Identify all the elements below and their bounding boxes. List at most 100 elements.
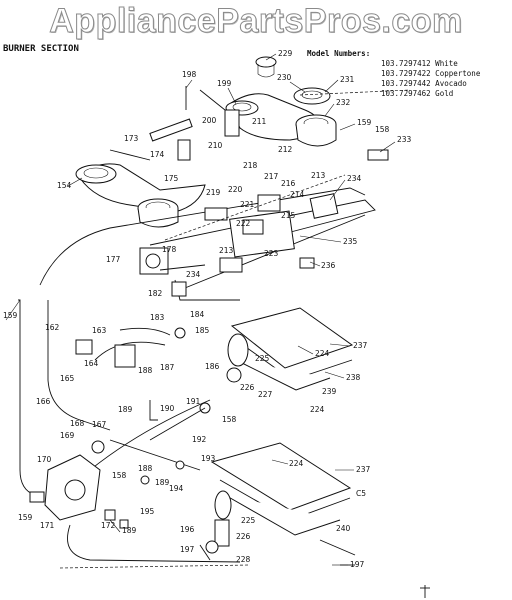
- part-label: 191: [186, 397, 201, 406]
- part-label: 230: [277, 73, 292, 82]
- model-number-row: 103.7297442 Avocado: [381, 79, 467, 88]
- part-label: 175: [164, 174, 179, 183]
- model-numbers: Model Numbers: 103.7297412 White 103.729…: [307, 49, 480, 99]
- part-label: 198: [182, 70, 197, 79]
- part-label: 225: [255, 354, 270, 363]
- oven-thermostat: [29, 440, 355, 569]
- part-label: 237: [353, 341, 368, 350]
- part-label: 188: [138, 366, 153, 375]
- part-label: 221: [240, 200, 255, 209]
- part-label: 196: [180, 525, 195, 534]
- part-label: 166: [36, 397, 51, 406]
- pilot-tubing: [18, 299, 211, 496]
- part-label: 177: [106, 255, 121, 264]
- part-labels: 229 198 199 230 231 232 200 211 159 158 …: [3, 49, 412, 569]
- part-label: 239: [322, 387, 337, 396]
- part-label: 238: [346, 373, 361, 382]
- model-number-row: 103.7297412 White: [381, 59, 458, 68]
- part-label: 215: [281, 211, 296, 220]
- model-number-row: 103.7297422 Coppertone: [381, 69, 481, 78]
- part-label: 169: [60, 431, 75, 440]
- part-label: 165: [60, 374, 75, 383]
- part-label: 173: [124, 134, 139, 143]
- part-label: 220: [228, 185, 243, 194]
- part-label: 158: [222, 415, 237, 424]
- part-label: 237: [356, 465, 371, 474]
- part-label: 219: [206, 188, 221, 197]
- part-label: 228: [236, 555, 251, 564]
- part-label: 225: [241, 516, 256, 525]
- part-label: 224: [315, 349, 330, 358]
- part-label: 234: [347, 174, 362, 183]
- part-label: 195: [140, 507, 155, 516]
- part-label: 189: [122, 526, 137, 535]
- part-label: 163: [92, 326, 107, 335]
- model-number-row: 103.7297462 Gold: [381, 89, 454, 98]
- part-label: 226: [240, 383, 255, 392]
- part-label: 154: [57, 181, 72, 190]
- oven-burner-lower: [205, 442, 356, 556]
- part-label: 197: [350, 560, 365, 569]
- part-label: 178: [162, 245, 177, 254]
- part-label: 167: [92, 420, 107, 429]
- part-label: 213: [219, 246, 234, 255]
- part-label: 174: [150, 150, 165, 159]
- part-label: 240: [336, 524, 351, 533]
- part-label: 190: [160, 404, 175, 413]
- part-label: 223: [264, 249, 279, 258]
- part-label: 159: [3, 311, 18, 320]
- part-label: 159: [357, 118, 372, 127]
- part-label: 231: [340, 75, 355, 84]
- part-label: 233: [397, 135, 412, 144]
- part-label: 193: [201, 454, 216, 463]
- part-label: 216: [281, 179, 296, 188]
- part-label: 194: [169, 484, 184, 493]
- burner-top-assembly: [75, 56, 337, 228]
- part-label: 224: [289, 459, 304, 468]
- part-label: 200: [202, 116, 217, 125]
- corner-mark: [420, 585, 430, 598]
- part-label: C5: [356, 489, 366, 498]
- part-label: 210: [208, 141, 223, 150]
- part-label: 213: [311, 171, 326, 180]
- part-label: 184: [190, 310, 205, 319]
- part-label: 182: [148, 289, 163, 298]
- model-numbers-header: Model Numbers:: [307, 49, 371, 58]
- part-label: 229: [278, 49, 293, 58]
- part-label: 211: [252, 117, 267, 126]
- part-label: 226: [236, 532, 251, 541]
- part-label: 171: [40, 521, 55, 530]
- manifold-frame: [39, 89, 411, 301]
- part-label: 170: [37, 455, 52, 464]
- part-label: 199: [217, 79, 232, 88]
- part-label: 222: [236, 219, 251, 228]
- part-label: 217: [264, 172, 279, 181]
- part-label: 183: [150, 313, 165, 322]
- part-label: 172: [101, 521, 116, 530]
- part-label: 218: [243, 161, 258, 170]
- part-label: 162: [45, 323, 60, 332]
- part-label: 189: [118, 405, 133, 414]
- part-label: 214: [290, 190, 305, 199]
- part-label: 187: [160, 363, 175, 372]
- part-label: 158: [375, 125, 390, 134]
- part-label: 159: [18, 513, 33, 522]
- part-label: 236: [321, 261, 336, 270]
- watermark-logo: AppliancePartsPros.com: [49, 2, 463, 41]
- part-label: 224: [310, 405, 325, 414]
- part-label: 189: [155, 478, 170, 487]
- part-label: 197: [180, 545, 195, 554]
- part-label: 232: [336, 98, 351, 107]
- part-label: 186: [205, 362, 220, 371]
- part-label: 192: [192, 435, 207, 444]
- oven-burner-upper: [149, 307, 354, 441]
- part-label: 212: [278, 145, 293, 154]
- leader-lines: [5, 53, 396, 566]
- part-label: 158: [112, 471, 127, 480]
- part-label: 185: [195, 326, 210, 335]
- part-label: 227: [258, 390, 273, 399]
- section-title: BURNER SECTION: [3, 44, 79, 54]
- part-label: 188: [138, 464, 153, 473]
